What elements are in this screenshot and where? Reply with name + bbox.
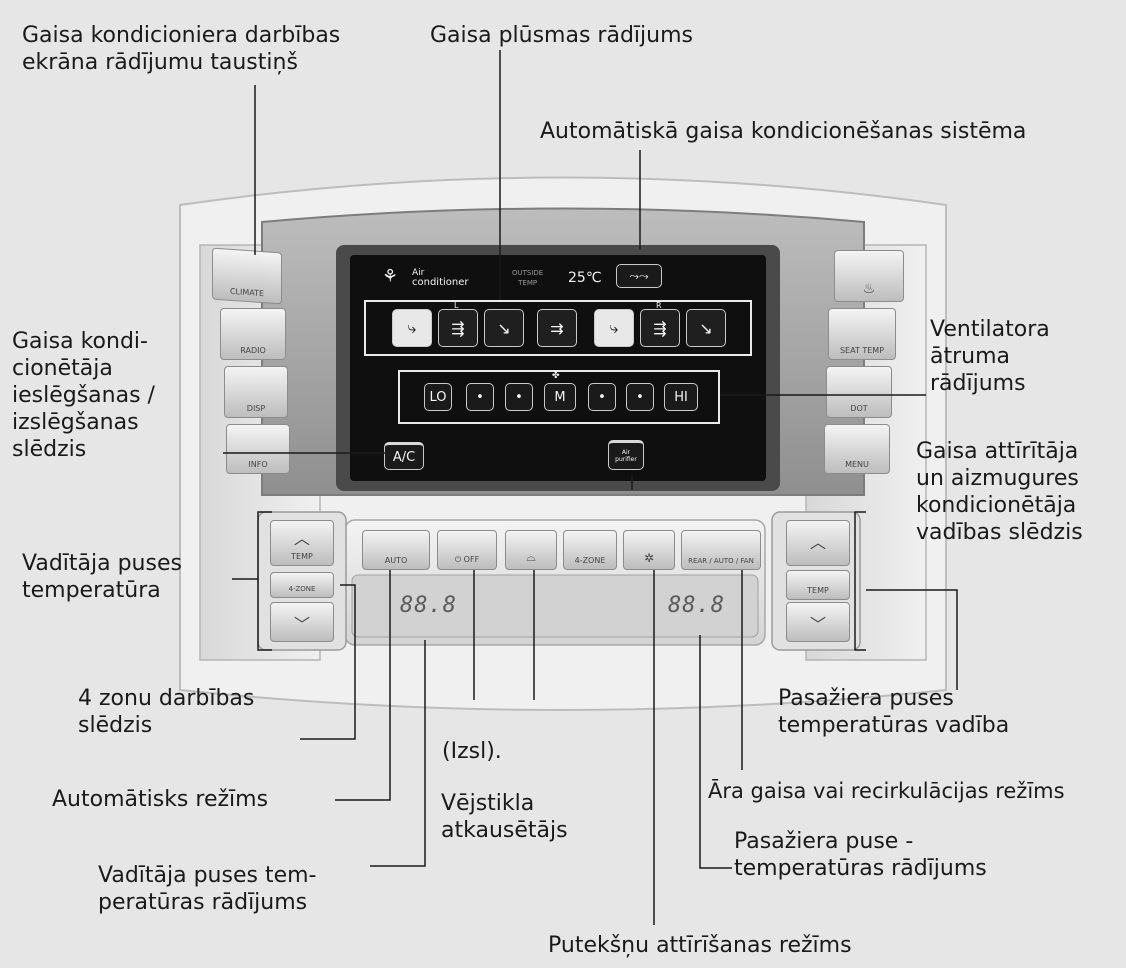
callout-driver-temperature: Vadītāja puses temperatūra	[22, 551, 182, 603]
fan-speed-2[interactable]: •	[466, 383, 494, 411]
airflow-bilevel-icon: ⇶	[451, 318, 465, 338]
disp-button[interactable]: DISP	[224, 366, 288, 418]
airflow-face-button-left[interactable]: ⤷	[392, 309, 432, 347]
four-zone-button[interactable]: 4-ZONE	[270, 572, 334, 598]
defrost-icon: ⇉	[550, 318, 564, 338]
callout-ac-switch: Gaisa kondi- cionētāja ieslēgšanas / izs…	[12, 329, 155, 462]
dot-button[interactable]: DOT	[826, 366, 892, 418]
radio-button[interactable]: RADIO	[220, 308, 286, 360]
passenger-temp-label-button[interactable]: TEMP	[786, 570, 850, 600]
airflow-face-button-right[interactable]: ⤷	[594, 309, 634, 347]
auto-system-indicator: ⤳⤳	[616, 264, 662, 288]
airflow-feet-icon: ↘	[699, 318, 713, 338]
fan-speed-hi[interactable]: HI	[664, 383, 698, 411]
callout-four-zone-switch: 4 zonu darbības slēdzis	[78, 686, 255, 738]
airflow-feet-button-right[interactable]: ↘	[686, 309, 726, 347]
driver-temp-up-button[interactable]: ︿ TEMP	[270, 520, 334, 566]
fan-speed-3[interactable]: •	[505, 383, 533, 411]
passenger-temp-readout: 88.8	[668, 593, 725, 618]
chevron-up-icon: ︿	[809, 533, 826, 552]
callout-purifier-rear-switch: Gaisa attīrītāja un aizmugures kondicion…	[916, 439, 1083, 545]
chevron-down-icon: ﹀	[293, 615, 310, 634]
airflow-group	[364, 300, 752, 356]
four-zone-mode-button[interactable]: 4-ZONE	[563, 530, 617, 570]
callout-auto-mode: Automātisks režīms	[52, 787, 269, 812]
callout-passenger-temp-display: Pasažiera puse - temperatūras rādījums	[734, 829, 987, 881]
fan-icon: ✤	[552, 371, 560, 381]
air-purifier-button[interactable]: Air purifier	[608, 440, 644, 470]
callout-fan-speed-display: Ventilatora ātruma rādījums	[930, 317, 1050, 396]
fan-speed-m[interactable]: M	[544, 383, 576, 411]
zone-left-label: L	[454, 301, 459, 310]
auto-button[interactable]: AUTO	[362, 530, 430, 570]
callout-climate-screen-button: Gaisa kondicioniera darbības ekrāna rādī…	[22, 23, 341, 75]
defrost-icon: ⌓	[526, 550, 536, 564]
airflow-bilevel-button-right[interactable]: ⇶	[640, 309, 680, 347]
screen-title: Air conditioner	[412, 268, 469, 288]
pollen-icon: ✲	[643, 551, 655, 565]
airflow-bilevel-icon: ⇶	[653, 318, 667, 338]
fan-speed-6[interactable]: •	[626, 383, 654, 411]
air-conditioner-icon: ⚘	[382, 266, 399, 287]
windshield-defroster-button[interactable]: ⌓	[505, 530, 557, 570]
callout-airflow-display: Gaisa plūsmas rādījums	[430, 23, 693, 48]
heater-icon: ♨	[862, 281, 876, 297]
callout-windshield-defroster: Vējstikla atkausētājs	[441, 791, 568, 843]
driver-temp-down-button[interactable]: ﹀	[270, 602, 334, 642]
airflow-bilevel-icon: ⤳⤳	[629, 268, 649, 283]
passenger-temp-up-button[interactable]: ︿	[786, 520, 850, 566]
rear-auto-fan-button[interactable]: REAR / AUTO / FAN	[681, 530, 761, 570]
airflow-defrost-button[interactable]: ⇉	[537, 309, 577, 347]
info-button[interactable]: INFO	[226, 424, 290, 474]
outside-temp-value: 25℃	[568, 270, 602, 286]
temp-label: TEMP	[807, 586, 829, 595]
outside-temp-label: OUTSIDE TEMP	[512, 269, 544, 287]
dust-removal-button[interactable]: ✲	[623, 530, 675, 570]
callout-outside-recirc-mode: Āra gaisa vai recirkulācijas režīms	[708, 779, 1065, 803]
chevron-up-icon: ︿	[293, 529, 310, 548]
off-button[interactable]: ⏻ OFF	[437, 530, 497, 570]
callout-off: (Izsl).	[442, 739, 502, 764]
airflow-bilevel-button-left[interactable]: ⇶	[438, 309, 478, 347]
ac-button[interactable]: A/C	[384, 442, 424, 470]
zone-right-label: R	[656, 301, 662, 310]
passenger-temp-down-button[interactable]: ﹀	[786, 602, 850, 642]
callout-passenger-temp-control: Pasažiera puses temperatūras vadība	[778, 686, 1010, 738]
seat-temp-button[interactable]: SEAT TEMP	[828, 308, 896, 360]
airflow-face-icon: ⤷	[609, 318, 619, 337]
fan-speed-group	[398, 370, 720, 424]
temp-label: TEMP	[291, 552, 313, 561]
callout-driver-temp-display: Vadītāja puses tem- peratūras rādījums	[98, 863, 317, 915]
chevron-down-icon: ﹀	[809, 615, 826, 634]
seat-heater-button[interactable]: ♨	[834, 250, 904, 302]
callout-dust-removal-mode: Putekšņu attīrīšanas režīms	[548, 933, 852, 958]
menu-button[interactable]: MENU	[824, 424, 890, 474]
driver-temp-readout: 88.8	[400, 593, 457, 618]
climate-button[interactable]: CLIMATE	[212, 247, 282, 305]
fan-speed-5[interactable]: •	[588, 383, 616, 411]
airflow-feet-icon: ↘	[497, 318, 511, 338]
airflow-feet-button-left[interactable]: ↘	[484, 309, 524, 347]
fan-speed-lo[interactable]: LO	[424, 383, 452, 411]
airflow-face-icon: ⤷	[407, 318, 417, 337]
callout-auto-system: Automātiskā gaisa kondicionēšanas sistēm…	[540, 119, 1027, 144]
